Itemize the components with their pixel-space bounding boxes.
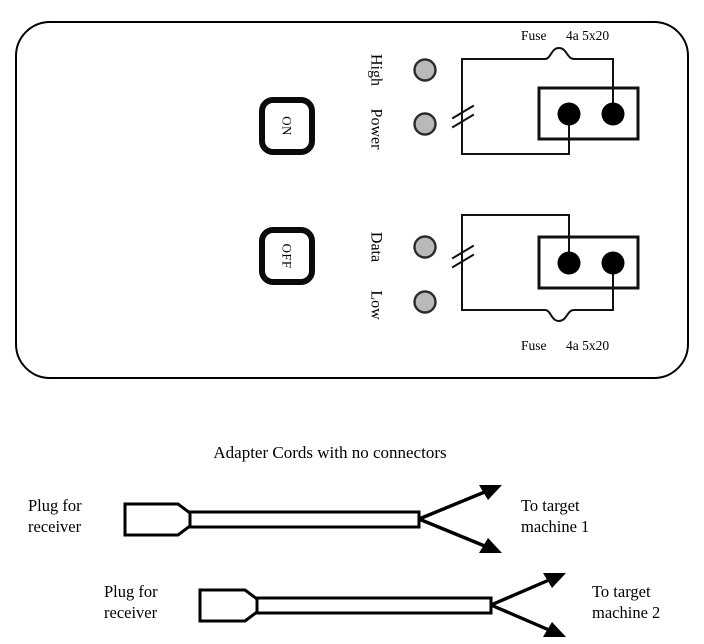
cord-2-target-label-line1: To target [592,582,651,601]
upper-break-slash-1 [451,104,475,120]
cord-2-plug [198,588,259,623]
lower-top-wire [461,214,570,253]
led-power [413,112,437,136]
upper-terminal-left [557,102,581,126]
upper-fuse-rating: 4a 5x20 [566,28,609,43]
cord-2-branch-1-arrowhead [543,573,566,588]
lower-fuse-label: Fuse [521,338,547,353]
upper-top-wire-with-fuse [461,46,614,113]
lower-terminal-left [557,251,581,275]
upper-fuse-label: Fuse [521,28,547,43]
on-button[interactable]: ON [259,97,315,155]
on-button-label: ON [280,116,295,136]
adapter-cord-2: Plug for receiver To target machine 2 [104,573,660,637]
lower-outlet-box [537,235,640,290]
cord-2-body [255,596,493,615]
cord-1-branch-1-arrowhead [479,485,502,500]
control-panel: ON OFF High Power Data Low Fuse 4a 5x20 [15,21,689,379]
cord-2-branch-1-line [490,575,557,607]
label-power: Power [368,109,385,151]
lower-fuse-rating: 4a 5x20 [566,338,609,353]
off-button-body[interactable] [259,227,315,285]
lower-terminal-right [601,251,625,275]
lower-bottom-wire-with-fuse [461,263,614,323]
cord-1-body [188,510,421,529]
lower-break-slash-1 [451,244,475,260]
cord-2-plug-label-line2: receiver [104,603,158,622]
led-high [413,58,437,82]
cord-2-plug-label-line1: Plug for [104,582,158,601]
led-data [413,235,437,259]
off-button-label: OFF [280,244,295,269]
label-low: Low [368,290,385,320]
cord-1-branch-1-line [418,487,493,521]
adapter-cord-1: Plug for receiver To target machine 1 [28,485,589,553]
cord-2-branch-2-arrowhead [543,622,566,637]
cord-1-plug-label-line1: Plug for [28,496,82,515]
led-low [413,290,437,314]
label-high: High [368,54,385,86]
cords-section-title: Adapter Cords with no connectors [213,443,446,462]
cord-1-target-label-line1: To target [521,496,580,515]
upper-bottom-wire [461,115,570,155]
upper-break-slash-2 [451,113,475,129]
cord-1-branch-2-line [418,517,493,551]
lower-break-slash-2 [451,253,475,269]
cord-1-target-label-line2: machine 1 [521,517,589,536]
on-button-body[interactable] [259,97,315,155]
off-button[interactable]: OFF [259,227,315,285]
upper-circuit: Fuse 4a 5x20 [451,28,640,155]
cord-1-plug-label-line2: receiver [28,517,82,536]
panel-outline [15,21,689,379]
upper-outlet-box [537,86,640,141]
adapter-cords-section: Adapter Cords with no connectors Plug fo… [28,443,660,637]
cord-2-target-label-line2: machine 2 [592,603,660,622]
upper-terminal-right [601,102,625,126]
label-data: Data [368,232,385,262]
lower-circuit: Fuse 4a 5x20 [451,214,640,353]
cord-2-branch-2-line [490,603,557,635]
cord-1-plug [123,502,192,537]
cord-1-branch-2-arrowhead [479,538,502,553]
